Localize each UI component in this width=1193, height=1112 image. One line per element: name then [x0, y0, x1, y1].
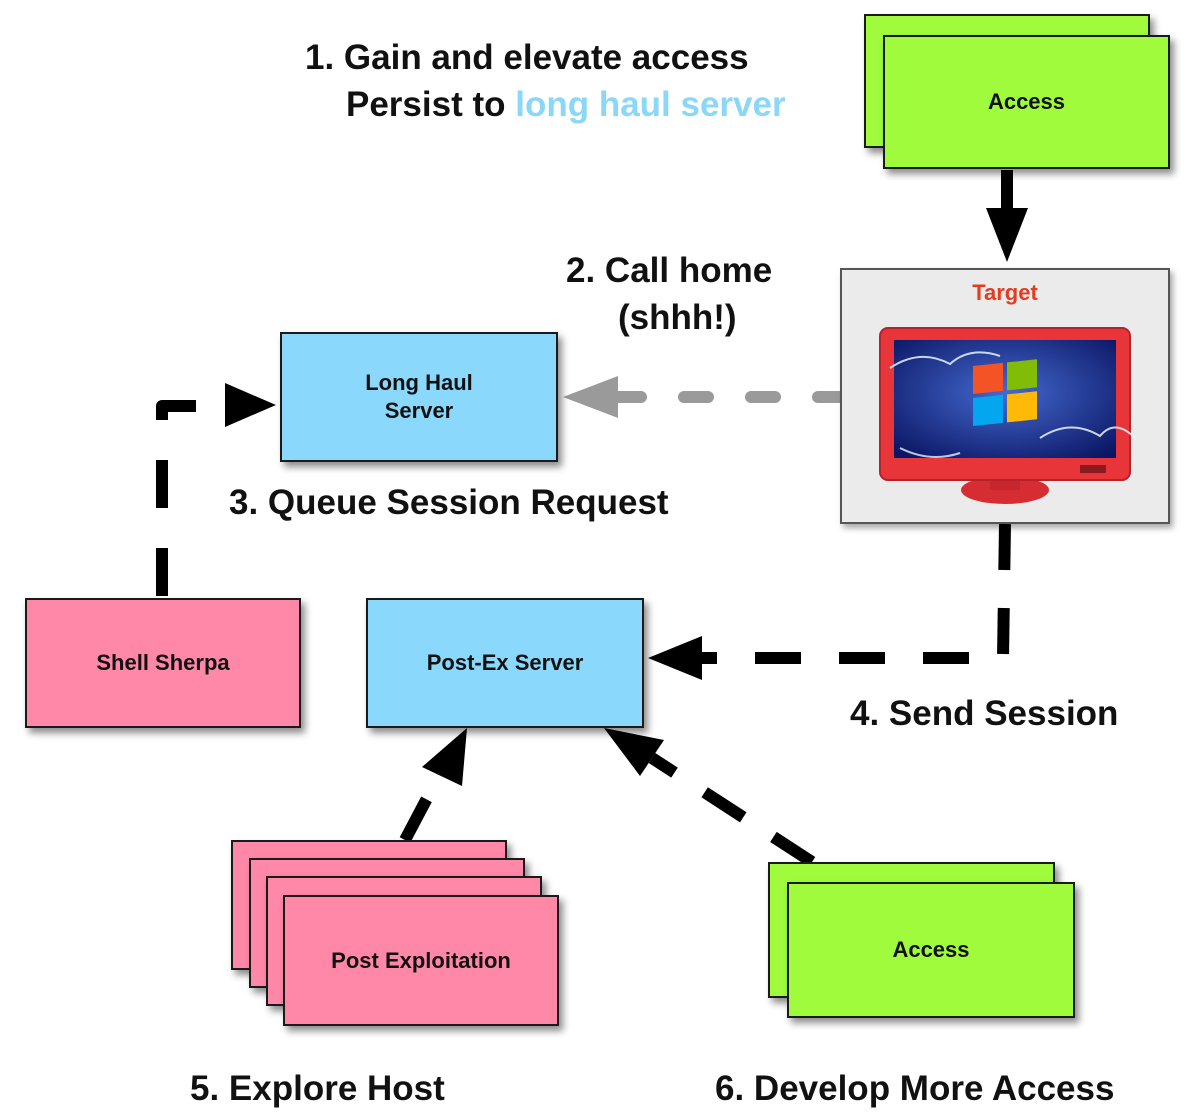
- step5-label: 5. Explore Host: [190, 1069, 445, 1108]
- target-title: Target: [972, 280, 1038, 305]
- step2-line1: 2. Call home: [566, 251, 773, 290]
- windows-monitor-icon: [879, 327, 1136, 504]
- arrow-access-to-target: [986, 170, 1028, 262]
- shell-sherpa-node[interactable]: Shell Sherpa: [25, 598, 301, 728]
- access-bottom-label: Access: [892, 937, 970, 962]
- access-node-top[interactable]: Access: [883, 35, 1170, 169]
- step1-line1: 1. Gain and elevate access: [305, 38, 749, 77]
- step1-line2-prefix: Persist to: [346, 85, 516, 124]
- arrow-send-session: [648, 523, 1011, 680]
- arrow-access-to-postex: [604, 728, 816, 868]
- postex-server-label: Post-Ex Server: [426, 650, 584, 675]
- arrow-post-exploitation-to-postex: [399, 728, 467, 843]
- step6-label: 6. Develop More Access: [715, 1069, 1115, 1108]
- step4-label: 4. Send Session: [850, 694, 1119, 733]
- long-haul-server-node[interactable]: Long Haul Server: [280, 332, 558, 462]
- shell-sherpa-label: Shell Sherpa: [96, 650, 230, 675]
- post-exploitation-node[interactable]: Post Exploitation: [283, 895, 559, 1026]
- postex-server-node[interactable]: Post-Ex Server: [366, 598, 644, 728]
- arrow-call-home: [563, 376, 848, 418]
- step1-line2: Persist to long haul server: [346, 87, 786, 122]
- post-exploitation-label: Post Exploitation: [331, 947, 511, 973]
- long-haul-line2: Server: [384, 398, 454, 423]
- step3-label: 3. Queue Session Request: [229, 483, 669, 522]
- long-haul-server-highlight: long haul server: [515, 85, 786, 124]
- access-node-bottom[interactable]: Access: [787, 882, 1075, 1018]
- step2-line2: (shhh!): [618, 298, 737, 337]
- access-top-label: Access: [987, 89, 1066, 114]
- long-haul-line1: Long Haul: [365, 370, 473, 395]
- target-node[interactable]: Target: [840, 268, 1170, 524]
